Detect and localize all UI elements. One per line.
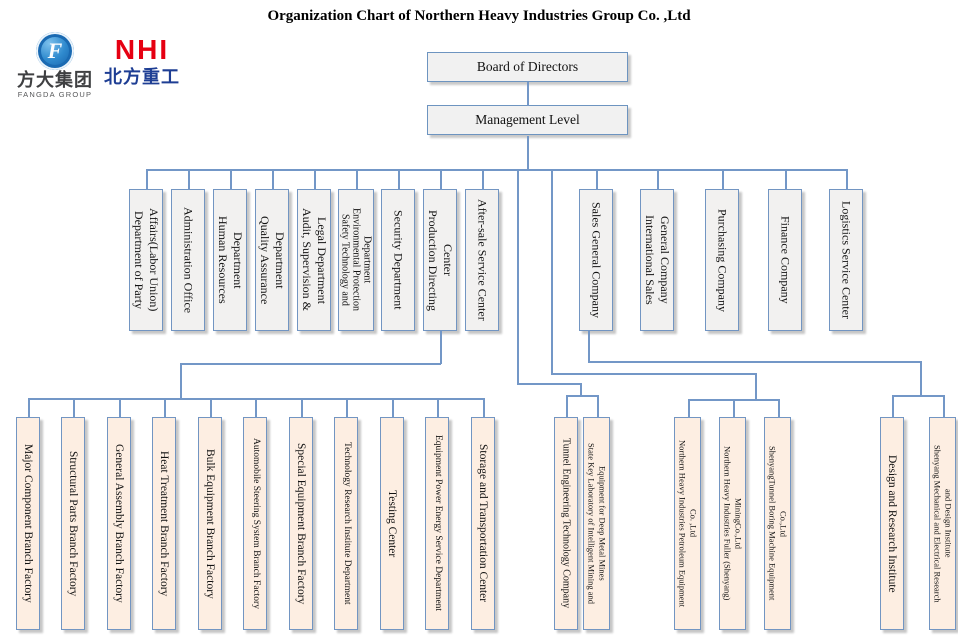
node-general-assembly-factory: General Assembly Branch Factory	[107, 417, 131, 630]
connector-line	[588, 331, 590, 362]
node-major-component-factory: Major Component Branch Factory	[16, 417, 40, 630]
node-special-equipment-factory: Special Equipment Branch Factory	[289, 417, 313, 630]
node-purchasing-company: Purchasing Company	[705, 189, 739, 331]
node-quality-assurance: Quality Assurance Department	[255, 189, 289, 331]
nhi-cn-text: 北方重工	[104, 67, 180, 87]
connector-line	[580, 383, 582, 396]
connector-line	[483, 398, 485, 418]
connector-line	[517, 169, 519, 384]
fangda-cn-text: 方大集团	[17, 70, 93, 90]
node-management-level: Management Level	[427, 105, 628, 135]
connector-line	[551, 373, 756, 375]
node-tunnel-boring-co: ShenyangTunnel Boring Machine Equipment …	[764, 417, 791, 630]
node-party-affairs: Department of Party Affairs(Labor Union)	[129, 189, 163, 331]
connector-line	[356, 169, 358, 190]
connector-line	[778, 399, 780, 418]
connector-line	[210, 398, 212, 418]
connector-line	[437, 398, 439, 418]
node-safety-environmental: Safety Technology and Environmental Prot…	[338, 189, 374, 331]
node-petroleum-equipment-co: Northern Heavy Industries Petroleum Equi…	[674, 417, 701, 630]
node-production-directing: Production Directing Center	[423, 189, 457, 331]
node-heat-treatment-factory: Heat Treatment Branch Factory	[152, 417, 176, 630]
connector-line	[892, 395, 944, 397]
fangda-logo: F 方大集团 FANGDA GROUP	[14, 32, 96, 99]
node-audit-supervision-legal: Audit, Supervision & Legal Department	[297, 189, 331, 331]
connector-line	[482, 169, 484, 190]
node-tunnel-engineering: Tunnel Engineering Technology Company	[554, 417, 578, 630]
node-structural-parts-factory: Structural Parts Branch Factory	[61, 417, 85, 630]
connector-line	[314, 169, 316, 190]
node-storage-transportation: Storage and Transportation Center	[471, 417, 495, 630]
connector-line	[657, 169, 659, 190]
connector-line	[346, 398, 348, 418]
node-human-resources: Human Resources Department	[213, 189, 247, 331]
node-logistics-service: Logistics Service Center	[829, 189, 863, 331]
connector-line	[301, 398, 303, 418]
connector-line	[596, 169, 598, 190]
connector-line	[164, 398, 166, 418]
fangda-circle-icon: F	[36, 32, 74, 70]
node-mechanical-electrical-institute: Shenyang Mechanical and Electrical Resea…	[929, 417, 956, 630]
fangda-f-letter: F	[47, 38, 63, 63]
node-board-of-directors: Board of Directors	[427, 52, 628, 82]
connector-line	[597, 395, 599, 418]
node-design-research-institute: Design and Research Institute	[880, 417, 904, 630]
connector-line	[588, 361, 921, 363]
node-after-sale-service: After-sale Service Center	[465, 189, 499, 331]
connector-line	[566, 395, 598, 397]
node-testing-center: Testing Center	[380, 417, 404, 630]
node-administration-office: Administration Office	[171, 189, 205, 331]
connector-line	[733, 399, 735, 418]
connector-line	[551, 169, 553, 374]
connector-line	[688, 399, 690, 418]
connector-line	[73, 398, 75, 418]
connector-line	[846, 169, 848, 190]
node-security-department: Security Department	[381, 189, 415, 331]
connector-line	[28, 398, 30, 418]
node-finance-company: Finance Company	[768, 189, 802, 331]
connector-line	[188, 169, 190, 190]
page-title: Organization Chart of Northern Heavy Ind…	[267, 8, 691, 24]
connector-line	[272, 169, 274, 190]
node-sales-general: Sales General Company	[579, 189, 613, 331]
connector-line	[230, 169, 232, 190]
node-fuller-mining-co: Northern Heavy Industries Fuller (Shenya…	[719, 417, 746, 630]
nhi-abbr-text: NHI	[114, 34, 170, 65]
connector-line	[920, 361, 922, 396]
connector-line	[392, 398, 394, 418]
connector-line	[943, 395, 945, 418]
node-equipment-power-energy: Equipment Power Energy Service Departmen…	[425, 417, 449, 630]
connector-line	[755, 373, 757, 400]
connector-line	[146, 169, 148, 190]
connector-line	[722, 169, 724, 190]
connector-line	[398, 169, 400, 190]
node-international-sales: International Sales General Company	[640, 189, 674, 331]
fangda-en-text: FANGDA GROUP	[17, 89, 93, 99]
connector-line	[180, 363, 182, 399]
connector-line	[119, 398, 121, 418]
connector-line	[785, 169, 787, 190]
connector-line	[146, 169, 847, 171]
node-technology-research-institute: Technology Research Institute Department	[334, 417, 358, 630]
connector-line	[180, 363, 441, 365]
node-state-key-laboratory: State Key Laboratory of Intelligent Mini…	[583, 417, 610, 630]
connector-line	[566, 395, 568, 418]
connector-line	[440, 331, 442, 364]
connector-line	[892, 395, 894, 418]
connector-line	[517, 383, 581, 385]
nhi-logo: NHI 北方重工	[98, 34, 186, 87]
node-bulk-equipment-factory: Bulk Equipment Branch Factory	[198, 417, 222, 630]
connector-line	[527, 136, 529, 170]
connector-line	[255, 398, 257, 418]
connector-line	[527, 82, 529, 106]
connector-line	[440, 169, 442, 190]
node-automobile-steering-factory: Automobile Steering System Branch Factor…	[243, 417, 267, 630]
